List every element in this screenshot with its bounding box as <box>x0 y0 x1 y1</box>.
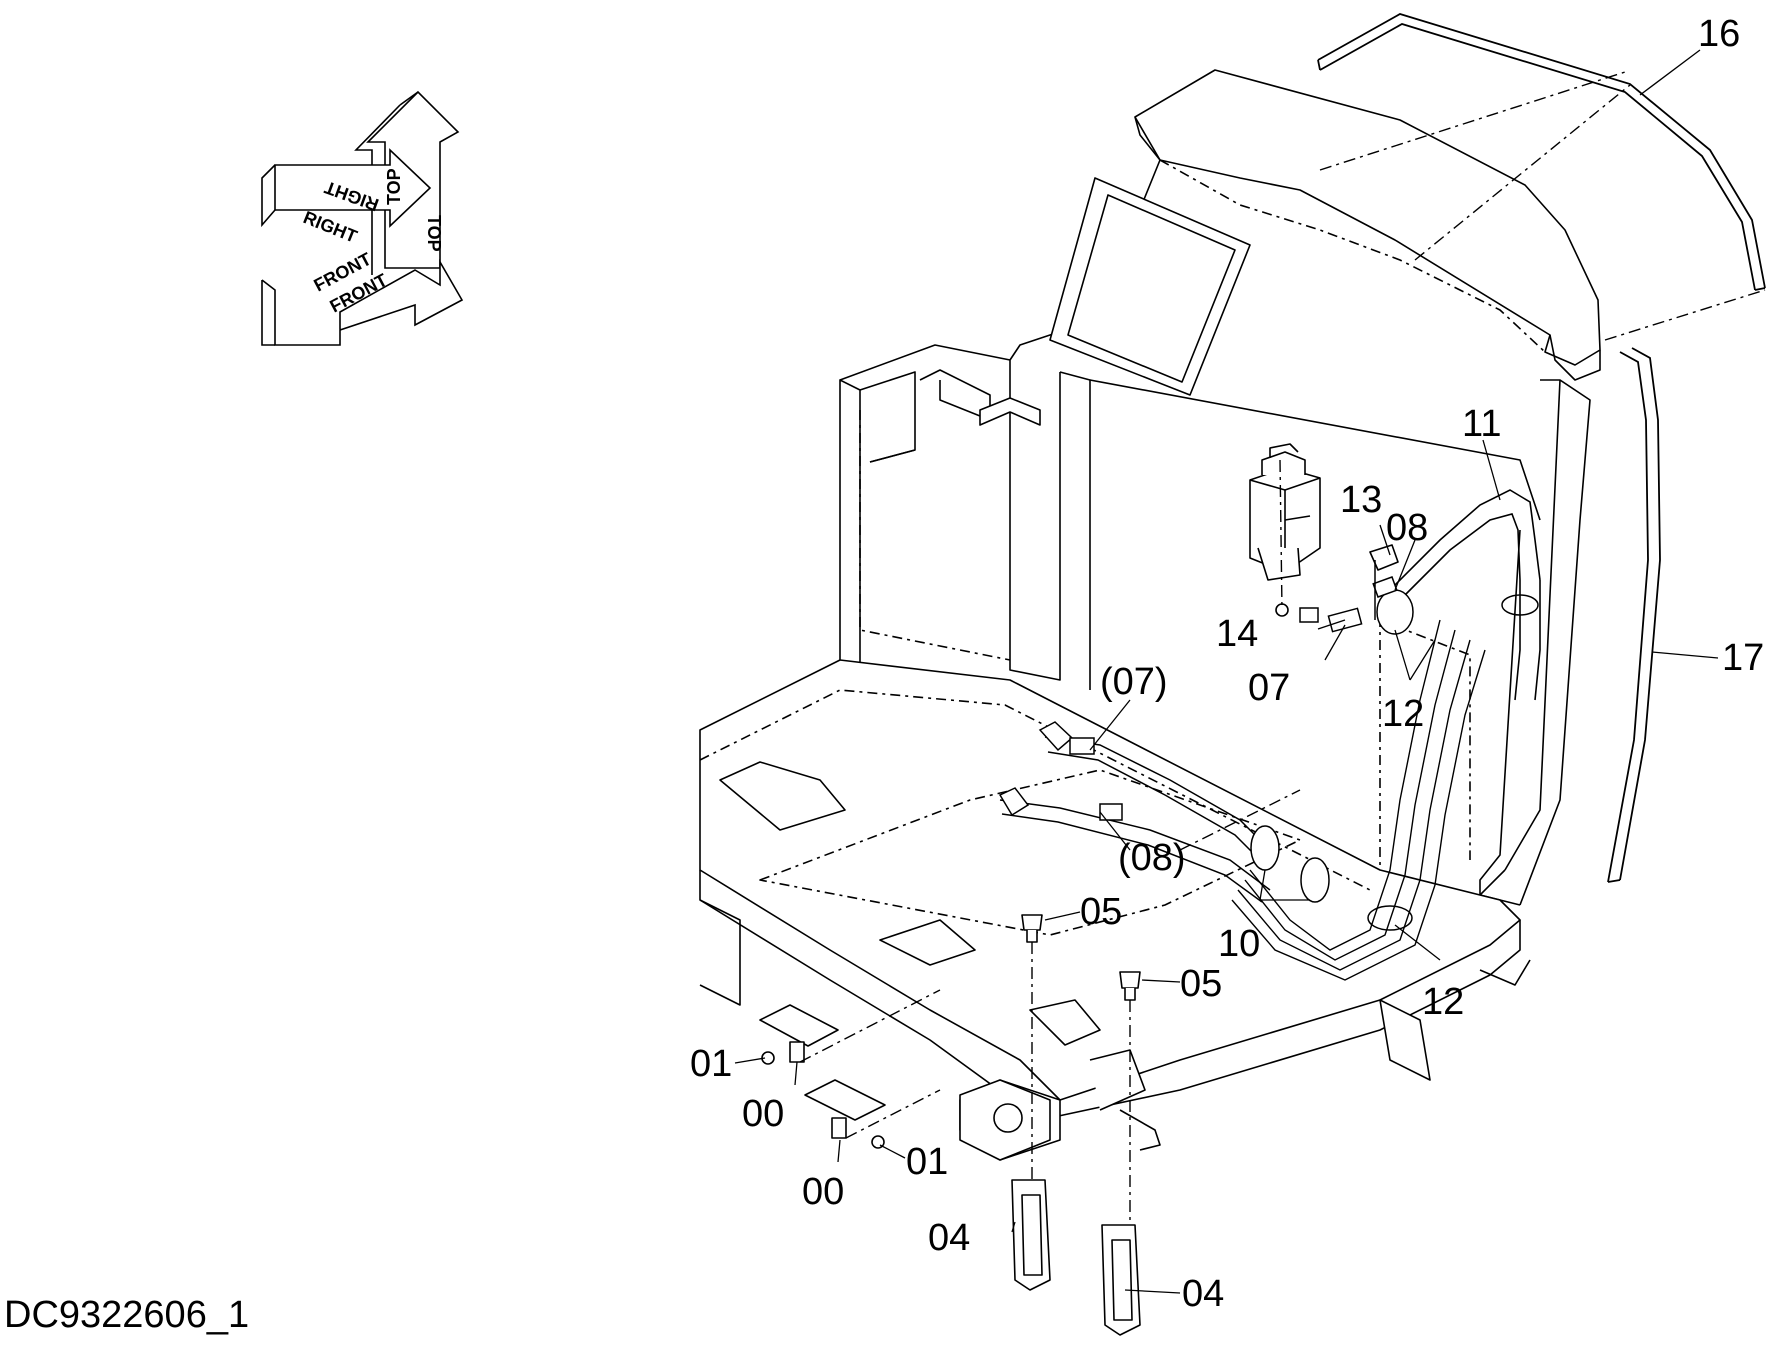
orientation-right-label: RIGHT <box>301 207 360 247</box>
callout-04-left: 04 <box>928 1217 970 1259</box>
assembly-lines <box>799 71 1766 1225</box>
hose-bundle <box>1231 619 1486 981</box>
callout-12-upper: 12 <box>1382 693 1424 735</box>
callout-16: 16 <box>1698 13 1740 55</box>
callout-00-upper: 00 <box>742 1093 784 1135</box>
cab-frame <box>839 69 1601 906</box>
callout-08-ref: (08) <box>1118 837 1186 879</box>
leader-lines <box>734 49 1719 1294</box>
weather-seal-17 <box>1607 347 1661 883</box>
callout-04-right: 04 <box>1182 1273 1224 1315</box>
orientation-top-label-1: TOP <box>384 168 404 205</box>
callout-07-ref: (07) <box>1100 661 1168 703</box>
callout-00-lower: 00 <box>802 1171 844 1213</box>
callout-labels: 16 17 11 13 08 14 07 12 (07) (08) 10 12 … <box>690 13 1764 1315</box>
hose-11 <box>1379 489 1541 701</box>
callout-07: 07 <box>1248 667 1290 709</box>
callout-11: 11 <box>1462 403 1501 445</box>
orientation-indicator: TOP TOP RIGHT RIGHT FRONT FRONT <box>261 90 464 346</box>
steering-valve-unit <box>1249 443 1399 617</box>
hose-07-08 <box>998 560 1539 931</box>
callout-01-lower: 01 <box>906 1141 948 1183</box>
callout-08: 08 <box>1386 507 1428 549</box>
small-parts <box>759 914 1141 1336</box>
drawing-id: DC9322606_1 <box>4 1294 250 1336</box>
weather-seal-16 <box>1317 13 1766 291</box>
callout-12-lower: 12 <box>1422 981 1464 1023</box>
callout-13: 13 <box>1340 479 1382 521</box>
callout-14: 14 <box>1216 613 1258 655</box>
floor-plate <box>699 659 1531 1161</box>
callout-05-upper: 05 <box>1080 891 1122 933</box>
callout-01-upper: 01 <box>690 1043 732 1085</box>
callout-05-lower: 05 <box>1180 963 1222 1005</box>
callout-17: 17 <box>1722 637 1764 679</box>
orientation-top-label-2: TOP <box>424 215 444 252</box>
callout-10: 10 <box>1218 923 1260 965</box>
